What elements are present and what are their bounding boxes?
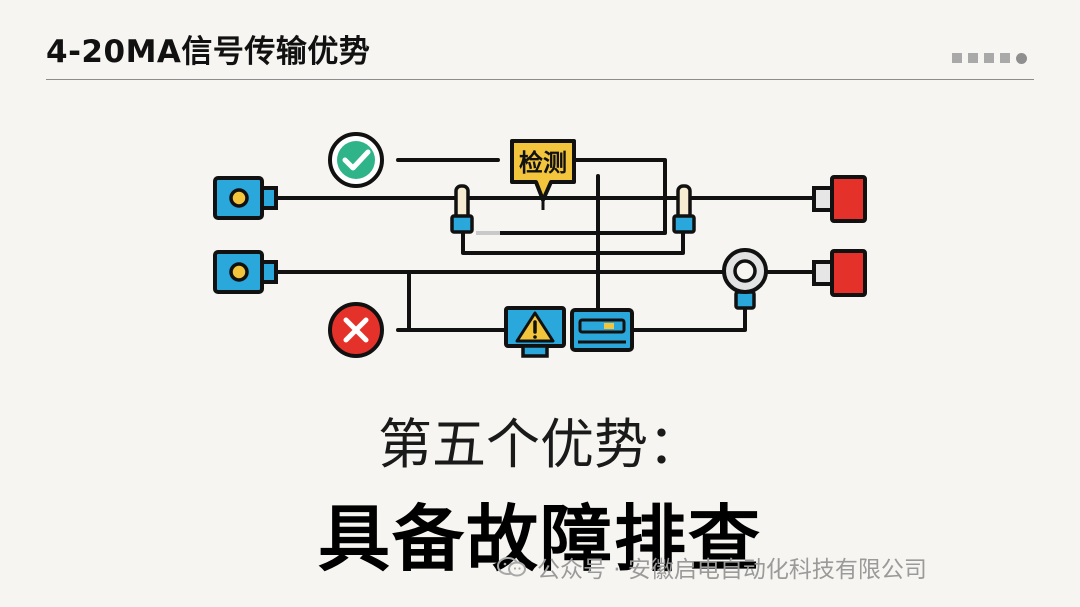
title-divider: [46, 79, 1034, 80]
check-icon: [328, 132, 384, 188]
decor-square: [984, 53, 994, 63]
probe-icon: [450, 184, 474, 234]
wechat-icon: [497, 557, 526, 577]
cross-icon: [328, 302, 384, 358]
detect-label: 检测: [519, 149, 567, 177]
sensor-icon: [213, 250, 278, 294]
slide-headline: 具备故障排查: [317, 497, 762, 581]
decor-square: [968, 53, 978, 63]
probe-icon: [672, 184, 696, 234]
watermark-text: 公众号 · 安徽启电自动化科技有限公司: [537, 557, 927, 583]
wire-loop-lower: [461, 230, 685, 255]
decor-square: [1000, 53, 1010, 63]
decor-circle: [1016, 52, 1027, 64]
header-decoration: [952, 52, 1033, 64]
sensor-icon: [213, 176, 278, 220]
meter-icon: [722, 248, 768, 310]
decor-square: [952, 53, 962, 63]
actuator-icon: [812, 249, 867, 297]
slide-subtitle: 第五个优势：: [378, 413, 702, 476]
warning-icon: [504, 306, 566, 358]
transmitter-icon: [570, 308, 634, 352]
watermark: 公众号 · 安徽启电自动化科技有限公司: [497, 552, 927, 583]
slide-title: 4-20MA信号传输优势: [46, 34, 371, 70]
actuator-icon: [812, 175, 867, 223]
wire-loop-upper: [498, 158, 667, 235]
detect-callout: 检测: [510, 139, 576, 210]
wire-transmitter-return: [630, 308, 747, 332]
